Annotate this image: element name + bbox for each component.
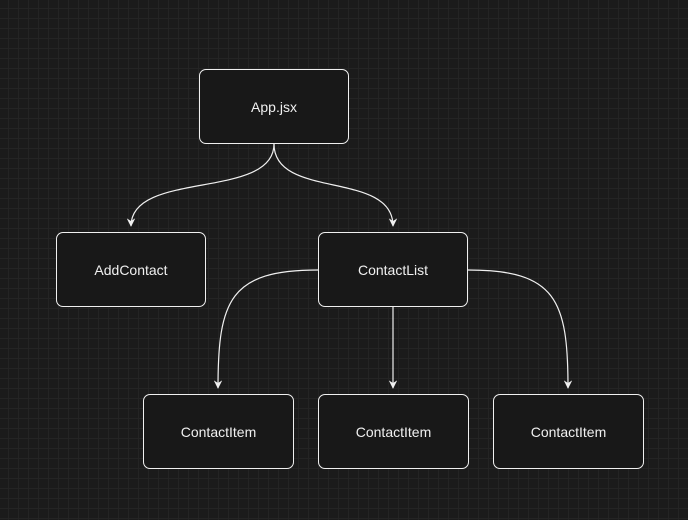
node-contact-item-3[interactable]: ContactItem: [493, 394, 644, 469]
node-contact-item-2[interactable]: ContactItem: [318, 394, 469, 469]
node-app-jsx[interactable]: App.jsx: [199, 69, 349, 144]
node-label: ContactItem: [530, 423, 607, 440]
edge-contactlist-to-item-1: [213, 269, 319, 389]
edge-app-to-contactlist: [273, 143, 398, 227]
node-label: ContactList: [357, 261, 429, 278]
node-label: AddContact: [94, 261, 168, 278]
node-label: ContactItem: [180, 423, 257, 440]
node-contact-list[interactable]: ContactList: [318, 232, 468, 307]
node-label: ContactItem: [355, 423, 432, 440]
edge-contactlist-to-item-3: [467, 269, 573, 389]
edge-app-to-addcontact: [126, 143, 275, 227]
node-contact-item-1[interactable]: ContactItem: [143, 394, 294, 469]
node-label: App.jsx: [251, 98, 297, 115]
node-add-contact[interactable]: AddContact: [56, 232, 206, 307]
